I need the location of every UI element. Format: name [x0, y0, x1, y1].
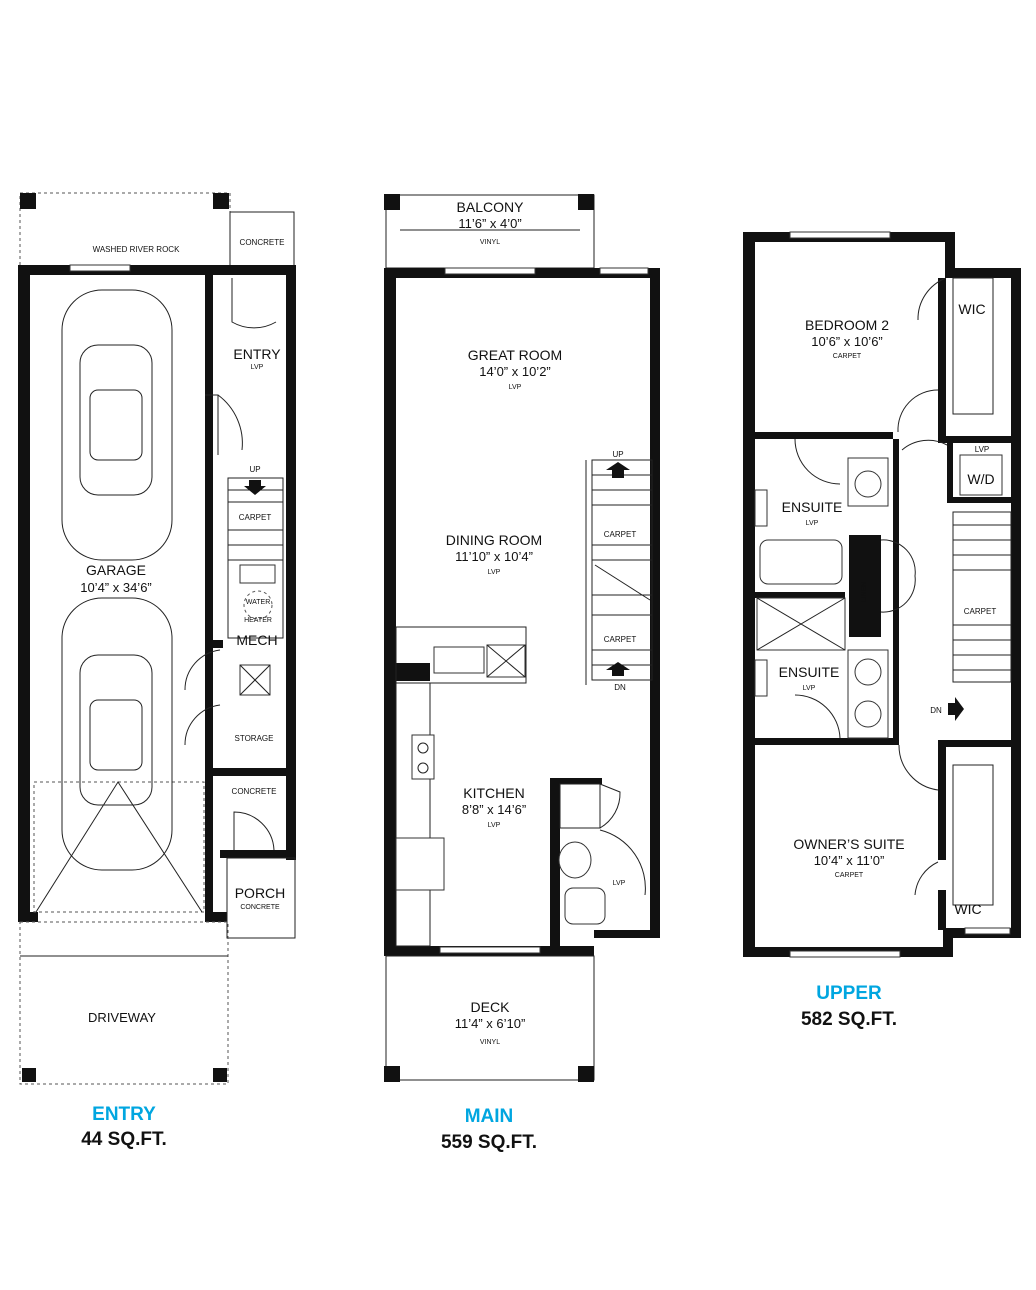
dining-room-dim: 11’10” x 10’4”	[455, 549, 533, 564]
main-stairs-up-label: UP	[612, 450, 623, 459]
owners-suite-finish: CARPET	[835, 872, 864, 879]
garage-name: GARAGE	[86, 562, 146, 578]
bedroom2-name: BEDROOM 2	[805, 317, 889, 333]
wic-top-label: WIC	[958, 301, 985, 317]
main-level-caption: MAIN	[465, 1106, 514, 1127]
linen-label: LINEN	[861, 582, 868, 603]
entry-level-plan: WASHED RIVER ROCK CONCRETE GARAGE 10’4” …	[18, 192, 296, 1150]
stair-dn-arrow-icon	[606, 662, 630, 676]
entry-level-caption: ENTRY	[92, 1104, 156, 1125]
entry-room-name: ENTRY	[233, 346, 281, 362]
main-stairs-carpet-2: CARPET	[604, 635, 637, 644]
great-room-finish: LVP	[509, 384, 522, 391]
wic-bottom-label: WIC	[954, 901, 981, 917]
entry-carpet-label: CARPET	[239, 513, 272, 522]
upper-level-plan: BEDROOM 2 10’6” x 10’6” CARPET WIC LVP W…	[743, 231, 1021, 1030]
wd-label: W/D	[967, 471, 994, 487]
main-stairs	[585, 459, 653, 685]
dining-room-finish: LVP	[488, 569, 501, 576]
ensuite1-name: ENSUITE	[782, 499, 843, 515]
dining-room-name: DINING ROOM	[446, 532, 542, 548]
balcony-name: BALCONY	[457, 199, 525, 215]
owners-suite-dim: 10’4” x 11’0”	[814, 853, 885, 868]
entry-up-label: UP	[249, 465, 260, 474]
upper-sqft-caption: 582 SQ.FT.	[801, 1009, 897, 1030]
stair-dn-right-arrow-icon	[948, 697, 964, 721]
powder-finish: LVP	[613, 880, 626, 887]
ensuite2-finish: LVP	[803, 685, 816, 692]
garage-dim: 10’4” x 34’6”	[80, 580, 152, 595]
great-room-dim: 14’0” x 10’2”	[479, 364, 551, 379]
entry-sqft-caption: 44 SQ.FT.	[81, 1129, 167, 1150]
deck-finish: VINYL	[480, 1039, 500, 1046]
upper-carpet-label: CARPET	[964, 607, 997, 616]
upper-stairs	[952, 511, 1012, 683]
main-level-plan: BALCONY 11’6” x 4’0” VINYL GREAT ROOM 14…	[384, 194, 660, 1153]
driveway-label: DRIVEWAY	[88, 1010, 156, 1025]
car-top-icon	[61, 289, 173, 561]
concrete-mid-label: CONCRETE	[232, 787, 277, 796]
bedroom2-finish: CARPET	[833, 353, 862, 360]
entry-stairs	[227, 477, 284, 639]
stair-up-arrow-icon	[606, 462, 630, 478]
upper-level-caption: UPPER	[816, 983, 882, 1004]
stair-arrow-icon	[244, 480, 266, 495]
main-sqft-caption: 559 SQ.FT.	[441, 1132, 537, 1153]
mech-fixtures	[239, 664, 271, 696]
bedroom2-dim: 10’6” x 10’6”	[811, 334, 883, 349]
upper-dn-label: DN	[930, 706, 942, 715]
owners-suite-name: OWNER’S SUITE	[793, 836, 904, 852]
balcony-finish: VINYL	[480, 239, 500, 246]
ensuite2-name: ENSUITE	[779, 664, 840, 680]
kitchen-finish: LVP	[488, 822, 501, 829]
kitchen-dim: 8’8” x 14’6”	[462, 802, 526, 817]
mech-label: MECH	[236, 632, 277, 648]
entry-room-finish: LVP	[251, 364, 264, 371]
water-heater-label-1: WATER	[246, 599, 271, 606]
great-room-name: GREAT ROOM	[468, 347, 562, 363]
porch-finish: CONCRETE	[240, 904, 280, 911]
balcony-dim: 11’6” x 4’0”	[458, 216, 521, 231]
concrete-top-label: CONCRETE	[240, 238, 285, 247]
deck-name: DECK	[471, 999, 511, 1015]
deck-dim: 11’4” x 6’10”	[455, 1016, 526, 1031]
water-heater-label-2: HEATER	[244, 617, 272, 624]
car-bottom-icon	[61, 597, 173, 871]
kitchen-name: KITCHEN	[463, 785, 524, 801]
main-stairs-carpet-1: CARPET	[604, 530, 637, 539]
main-stairs-dn-label: DN	[614, 683, 626, 692]
porch-name: PORCH	[235, 885, 286, 901]
washed-river-rock-label: WASHED RIVER ROCK	[93, 245, 180, 254]
storage-label: STORAGE	[235, 734, 274, 743]
upper-lvp-label: LVP	[975, 445, 990, 454]
ensuite1-finish: LVP	[806, 520, 819, 527]
